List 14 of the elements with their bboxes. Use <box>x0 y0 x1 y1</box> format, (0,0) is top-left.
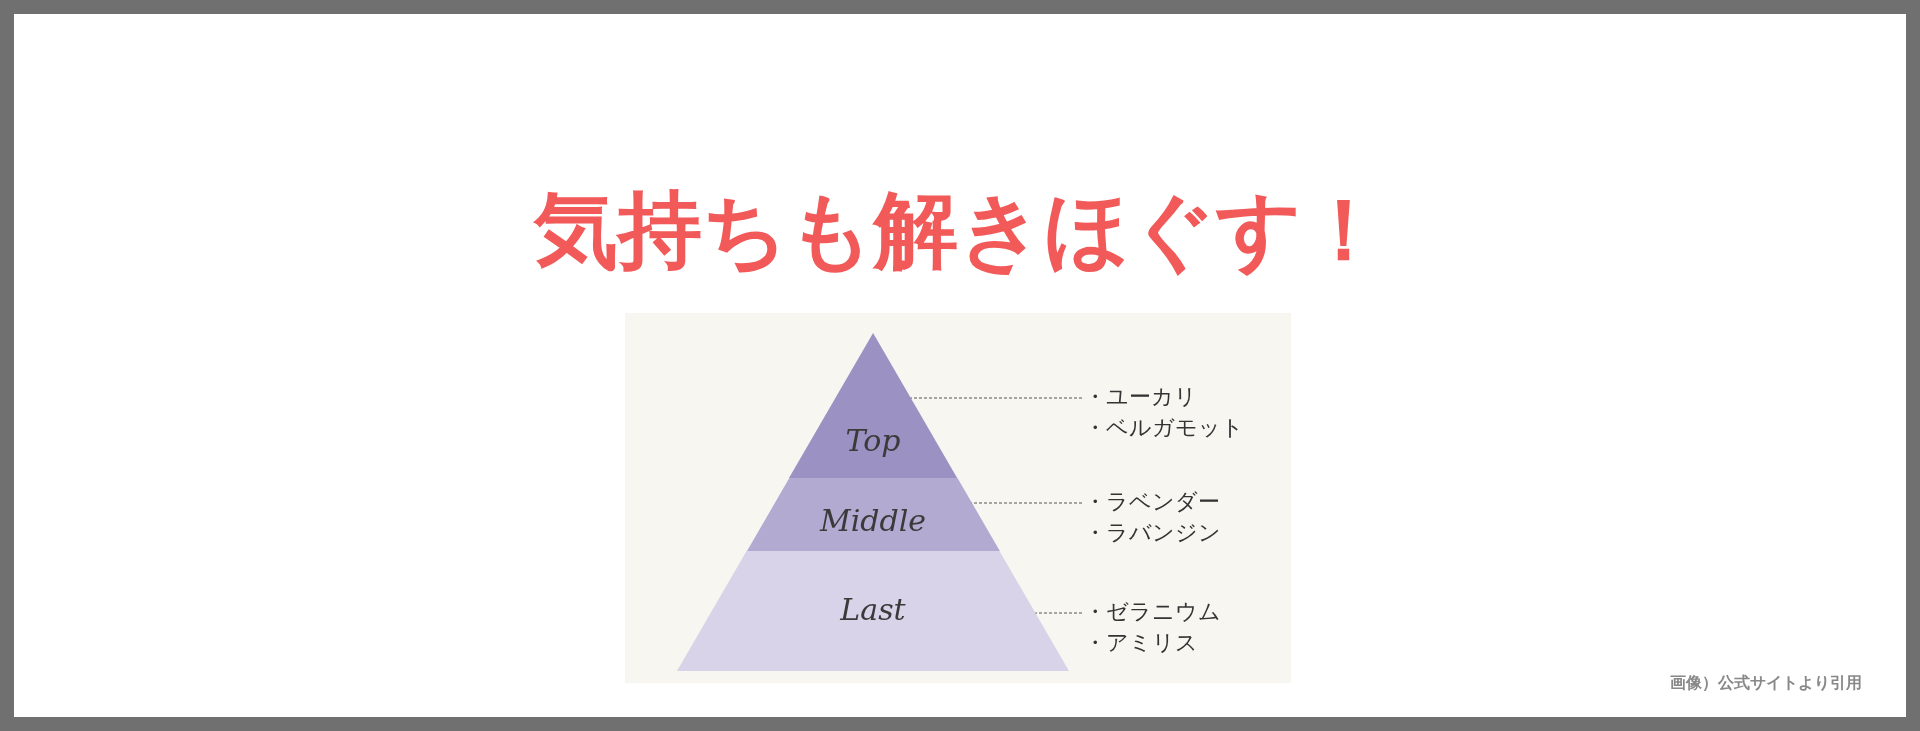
leader-line <box>1034 612 1083 614</box>
list-item: ・ラベンダー <box>1084 488 1221 516</box>
leader-line <box>971 502 1083 504</box>
list-item: ・ユーカリ <box>1084 383 1198 411</box>
heading: 気持ちも解きほぐす！ <box>532 180 1387 280</box>
list-item: ・ベルガモット <box>1084 414 1244 442</box>
tier-label: Last <box>840 592 906 627</box>
list-item: ・ラバンジン <box>1084 519 1221 547</box>
tier-label: Middle <box>819 503 926 538</box>
leader-line <box>910 397 1083 399</box>
tier-label: Top <box>845 423 901 458</box>
image-credit: 画像）公式サイトより引用 <box>1670 673 1862 694</box>
list-item: ・アミリス <box>1084 629 1199 657</box>
list-item: ・ゼラニウム <box>1084 598 1221 626</box>
